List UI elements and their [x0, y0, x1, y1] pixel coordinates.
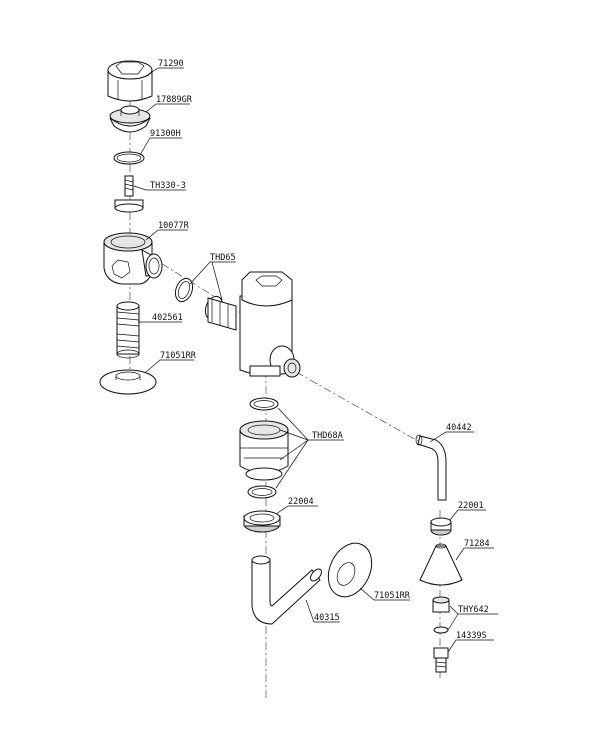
- label-THD65: THD65: [210, 253, 236, 263]
- part-91300H-oring: [113, 151, 145, 165]
- label-402561: 402561: [152, 313, 183, 323]
- part-THD68A-upper-ring: [249, 397, 279, 411]
- part-40442-bent-tube: [415, 434, 447, 501]
- diagonal-axis-right: [295, 371, 426, 446]
- part-71290-cap: [107, 60, 153, 102]
- leader-40315: [305, 599, 340, 623]
- part-TH330-3-stem: [114, 175, 144, 213]
- leader-71284: [455, 547, 494, 561]
- part-THY642-nut: [432, 596, 450, 634]
- label-10077R: 10077R: [158, 221, 190, 231]
- label-40442: 40442: [446, 423, 472, 433]
- leader-THD68A-b: [279, 429, 309, 441]
- leader-THD65-b: [211, 261, 223, 301]
- part-10077R-valve-body: [103, 232, 163, 285]
- part-THD68A-vacuum-breaker: [239, 420, 289, 481]
- label-17889GR: 17889GR: [156, 95, 193, 105]
- part-14339S-adapter: [433, 647, 449, 673]
- leader-71051RR-top: [145, 359, 194, 373]
- part-THD68A-lower-ring: [247, 485, 277, 499]
- leader-lines: [133, 67, 498, 653]
- leader-THD68A-c: [279, 439, 309, 461]
- label-22004: 22004: [288, 497, 314, 507]
- label-THY642: THY642: [458, 605, 489, 615]
- part-22001-nut: [430, 517, 452, 536]
- part-40315-flush-tube: [251, 555, 322, 625]
- label-71051RR-top: 71051RR: [160, 351, 197, 361]
- leader-10077R: [145, 229, 188, 241]
- leader-22004: [275, 505, 318, 515]
- label-THD68A: THD68A: [312, 431, 343, 441]
- leader-71290: [145, 67, 184, 77]
- part-71051RR-flange-bottom: [327, 542, 373, 598]
- part-71051RR-flange-top: [99, 369, 157, 395]
- part-22004-nut: [243, 510, 281, 533]
- label-14339S: 14339S: [456, 631, 487, 641]
- label-71284: 71284: [464, 539, 490, 549]
- part-17889GR-bonnet: [109, 105, 151, 133]
- part-THD65-washer: [174, 277, 194, 303]
- label-71051RR-bottom: 71051RR: [374, 591, 411, 601]
- part-flushometer-body: [204, 271, 301, 378]
- leader-14339S: [447, 639, 494, 653]
- leader-17889GR: [145, 103, 190, 113]
- leader-22001: [449, 509, 486, 521]
- label-22001: 22001: [458, 501, 484, 511]
- leader-THY642-b: [447, 613, 459, 631]
- leader-91300H: [139, 137, 182, 156]
- label-91300H: 91300H: [150, 129, 181, 139]
- part-labels: 71290 17889GR 91300H TH330-3 10077R THD6…: [150, 59, 490, 641]
- leader-71051RR-bottom: [359, 587, 410, 601]
- leader-THD65-a: [189, 261, 236, 285]
- part-71284-escutcheon: [419, 543, 463, 586]
- leader-THD68A-d: [275, 439, 309, 489]
- leader-TH330-3: [133, 185, 186, 191]
- leader-40442: [429, 431, 474, 443]
- label-71290: 71290: [158, 59, 184, 69]
- part-402561-nipple: [116, 301, 140, 359]
- label-TH330-3: TH330-3: [150, 181, 186, 191]
- label-40315: 40315: [314, 613, 340, 623]
